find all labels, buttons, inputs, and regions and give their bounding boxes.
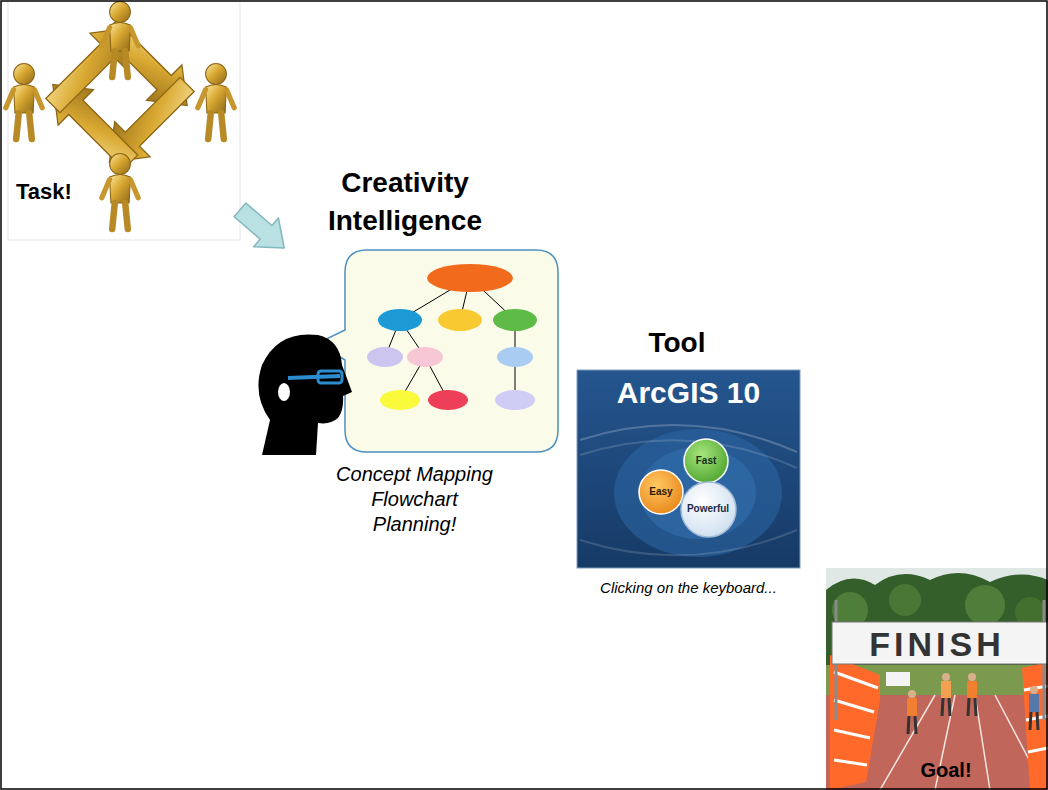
illustration-part (6, 64, 42, 139)
circle-shape (684, 439, 728, 483)
heading: Tool (572, 326, 782, 360)
illustration-part (380, 390, 420, 410)
circle-label: Fast (696, 455, 717, 467)
illustration-part (427, 264, 513, 292)
illustration-part (968, 698, 976, 716)
task-label: Task! (16, 179, 136, 205)
circle-shape (639, 470, 683, 514)
illustration-part (318, 250, 558, 452)
circle-content: Powerful (680, 481, 737, 538)
illustration-part (497, 347, 533, 367)
illustration-part (907, 698, 917, 716)
illustration-part (495, 390, 535, 410)
illustration-part (908, 716, 916, 734)
text-slot: Task! (16, 179, 136, 205)
tool-box: FastEasyPowerfulToolArcGIS 10Clicking on… (577, 370, 800, 568)
illustration-part (1029, 694, 1039, 712)
illustration-part (407, 347, 443, 367)
illustration-part (102, 154, 138, 229)
text-slot: ArcGIS 10 (577, 376, 800, 410)
text-slot: FINISH (830, 623, 1044, 665)
illustration-part (288, 376, 340, 378)
circle-shape (681, 482, 736, 537)
illustration-part (35, 67, 148, 180)
banner-text: FINISH (830, 623, 1044, 665)
illustration-part (493, 309, 537, 331)
illustration-part (580, 530, 797, 555)
software-splash (577, 370, 800, 568)
text-slot: Creativity Intelligence (315, 164, 495, 240)
text-slot: Concept Mapping Flowchart Planning! (332, 462, 497, 537)
illustration-part (378, 309, 422, 331)
illustration-part (258, 334, 352, 455)
illustration-part (1030, 712, 1038, 730)
illustration-part (577, 370, 800, 568)
task-picture (6, 0, 240, 240)
feature-circle: Fast (683, 438, 729, 484)
caption: Clicking on the keyboard... (557, 578, 820, 598)
illustration-part (886, 672, 910, 686)
illustration-part (367, 347, 403, 367)
circle-content: Easy (638, 469, 684, 515)
text-slot: Goal! (914, 758, 978, 782)
illustration-part (102, 2, 138, 77)
circle-label: Easy (649, 486, 672, 498)
illustration-part (198, 64, 234, 139)
illustration-part (614, 429, 782, 557)
concept-map-box: Creativity IntelligenceConcept Mapping F… (248, 248, 560, 455)
illustration-part (1030, 686, 1038, 694)
illustration-part (907, 673, 1039, 734)
illustration-part (967, 681, 977, 698)
illustration-part (942, 698, 950, 716)
product-title: ArcGIS 10 (577, 376, 800, 410)
illustration-part (92, 67, 205, 180)
illustration-part (428, 390, 468, 410)
feature-circle: Easy (638, 469, 684, 515)
goal-label: Goal! (914, 758, 978, 782)
illustration-part (826, 573, 1048, 670)
task-picture-box: Task! (8, 0, 240, 240)
illustration-part (908, 690, 916, 698)
caption: Concept Mapping Flowchart Planning! (332, 462, 497, 537)
text-slot: Tool (572, 326, 782, 360)
illustration-part (277, 382, 291, 402)
illustration-part (8, 0, 240, 240)
circle-label: Powerful (687, 503, 729, 515)
finish-photo (826, 568, 1048, 790)
illustration-part (880, 695, 1045, 790)
illustration-part (941, 681, 951, 698)
illustration-part (965, 585, 1005, 625)
illustration-part (385, 278, 515, 400)
illustration-part (834, 672, 878, 765)
illustration-part (640, 447, 756, 539)
illustration-part (318, 371, 342, 383)
concept-map-picture (258, 250, 558, 455)
feature-circle: Powerful (680, 481, 737, 538)
illustration-part (826, 568, 1048, 790)
illustration-part (942, 673, 950, 681)
flow-arrow (234, 203, 284, 248)
illustration-part (438, 309, 482, 331)
illustration-part (968, 673, 976, 681)
circle-content: Fast (683, 438, 729, 484)
illustration-part (889, 584, 921, 616)
text-slot: Clicking on the keyboard... (557, 578, 820, 598)
heading: Creativity Intelligence (315, 164, 495, 240)
goal-photo-box: FINISH Goal! (826, 568, 1048, 790)
